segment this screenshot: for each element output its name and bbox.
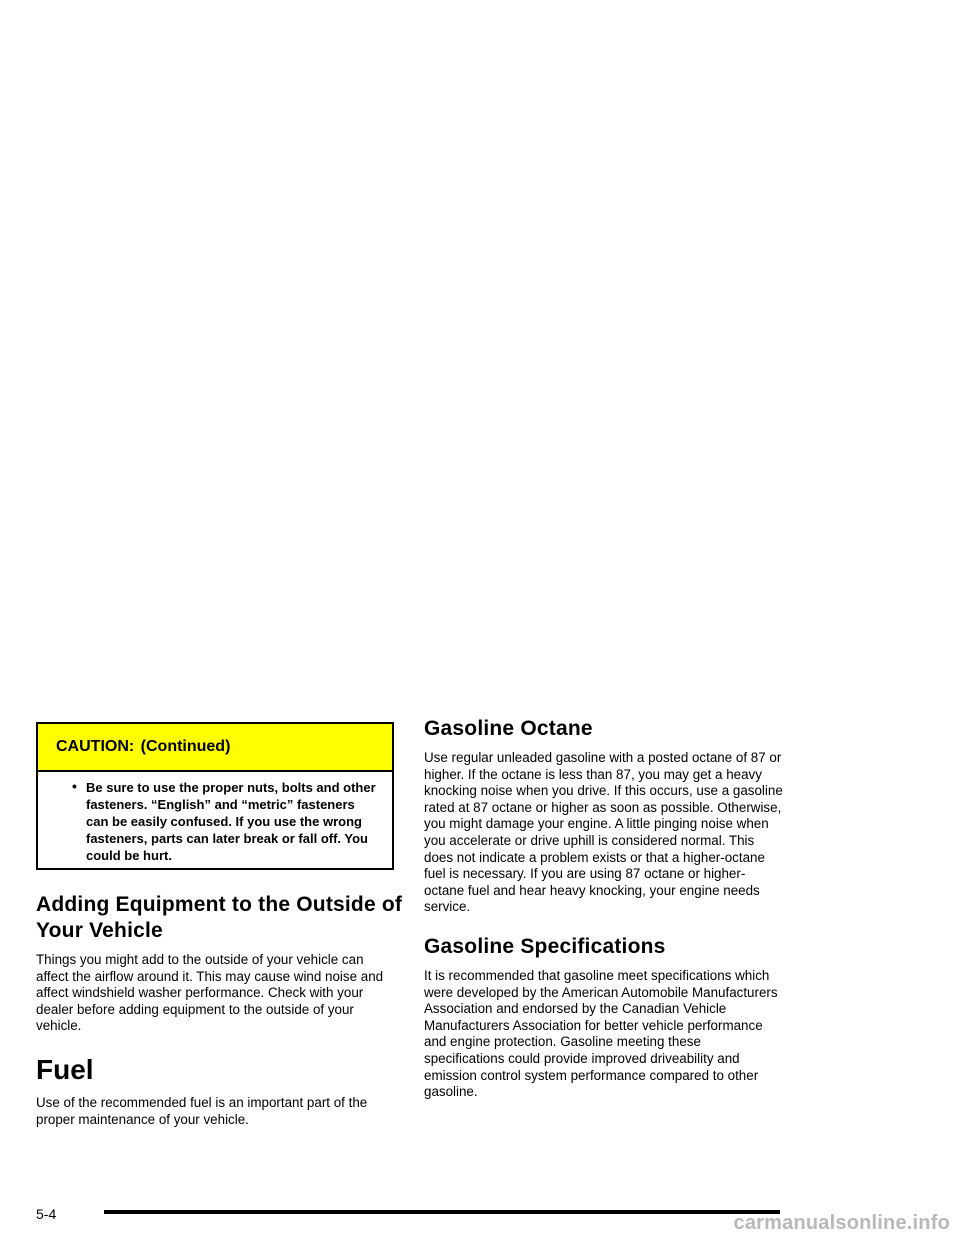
left-column: CAUTION: (Continued) • Be sure to use th… [36,722,402,1128]
right-column: Gasoline Octane Use regular unleaded gas… [424,716,784,1101]
watermark: carmanualsonline.info [733,1212,950,1234]
adding-equipment-paragraph: Things you might add to the outside of y… [36,952,384,1034]
caution-heading: CAUTION: (Continued) [38,724,392,772]
fuel-paragraph: Use of the recommended fuel is an import… [36,1094,368,1127]
footer-rule [104,1210,780,1214]
caution-text: Be sure to use the proper nuts, bolts an… [86,780,376,863]
gasoline-specifications-paragraph: It is recommended that gasoline meet spe… [424,967,778,1100]
bullet-icon: • [72,778,77,794]
fuel-heading: Fuel [36,1053,94,1085]
adding-equipment-heading: Adding Equipment to the Outside of Your … [36,893,403,942]
gasoline-octane-heading: Gasoline Octane [424,717,593,740]
caution-box: CAUTION: (Continued) • Be sure to use th… [36,722,394,870]
caution-body: • Be sure to use the proper nuts, bolts … [38,772,392,864]
page-number: 5-4 [36,1206,57,1222]
gasoline-octane-paragraph: Use regular unleaded gasoline with a pos… [424,750,783,915]
gasoline-specifications-heading: Gasoline Specifications [424,934,666,958]
